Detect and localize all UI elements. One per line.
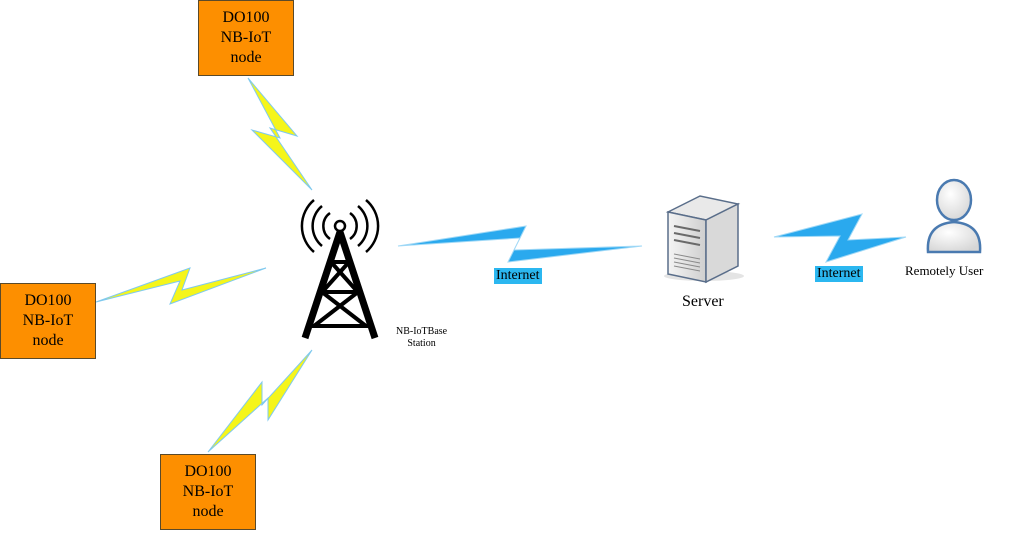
internet-label-2: Internet (815, 266, 863, 282)
nb-iot-node-top: DO100 NB-IoT node (198, 0, 294, 76)
node-word: node (230, 49, 262, 66)
base-station-label: NB-IoTBase Station (396, 326, 447, 350)
wireless-bolt-bottom (207, 349, 313, 453)
node-word: node (32, 332, 64, 349)
base-station-label-line2: Station (407, 338, 436, 349)
node-model: DO100 (222, 9, 270, 26)
internet-bolt-2 (773, 213, 907, 263)
internet-bolt-1 (397, 225, 643, 263)
server-icon (664, 195, 744, 284)
node-type: NB-IoT (182, 483, 234, 500)
wireless-bolt-top (247, 77, 313, 191)
nb-iot-node-left: DO100 NB-IoT node (0, 283, 96, 359)
node-type: NB-IoT (22, 312, 74, 329)
base-station-label-line1: NB-IoTBase (396, 326, 448, 337)
node-model: DO100 (184, 463, 232, 480)
wireless-bolt-left (95, 267, 267, 305)
internet-label-1: Internet (494, 268, 542, 284)
node-type: NB-IoT (220, 29, 272, 46)
nb-iot-node-bottom: DO100 NB-IoT node (160, 454, 256, 530)
tower-icon (300, 199, 380, 340)
node-model: DO100 (24, 292, 72, 309)
user-label: Remotely User (905, 263, 984, 278)
server-label: Server (682, 293, 724, 310)
node-word: node (192, 503, 224, 520)
user-icon (926, 178, 982, 254)
